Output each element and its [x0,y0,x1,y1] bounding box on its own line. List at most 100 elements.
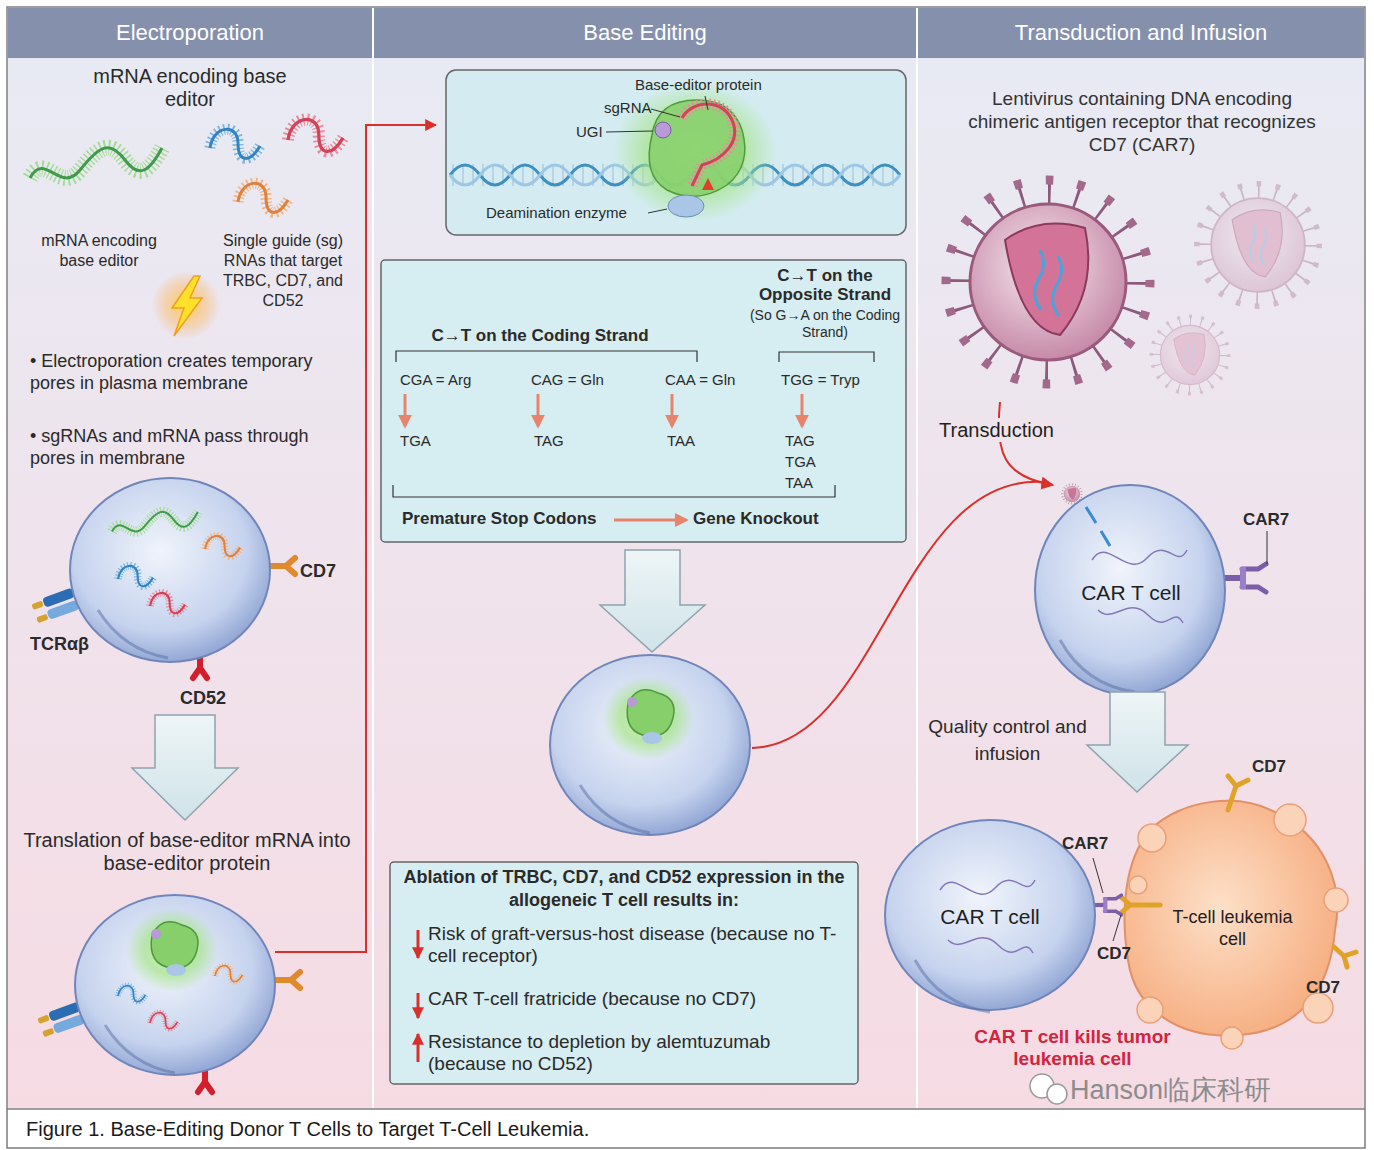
car-t-cell: CAR T cell [885,820,1095,1010]
transduction-illustration-part [940,880,1035,953]
base-editing-illustration-part [752,482,1046,748]
node-text: CAR T cell [885,904,1095,929]
annotation-label: CD52 [180,688,226,710]
base-editing-illustration-part [801,394,804,426]
electroporation-illustration-part [132,715,238,820]
base-editing-illustration-part [668,195,704,217]
electroporation-illustration-part-part [288,119,343,151]
transduction-illustration-part-part [1137,997,1163,1023]
transduction-illustration-part-part [1274,804,1306,836]
electroporation-illustration-part-part [150,1013,178,1029]
electroporation-illustration-part-part [118,566,153,586]
transduction-illustration-part [1228,776,1248,810]
edge-label: Transduction [936,418,1057,442]
node-text: Lentivirus containing DNA encoding chime… [962,87,1322,156]
base-editing-illustration-part [550,655,750,835]
electroporation-illustration-part-part [288,119,343,151]
electroporation-illustration-part-part [215,966,243,982]
base-editing-illustration-part [417,930,420,958]
node-text: TGA [785,453,816,471]
node-text: C→T on the Coding Strand [390,326,690,346]
node-text: Ablation of TRBC, CD7, and CD52 expressi… [396,866,852,912]
node-text: Gene Knockout [693,509,819,529]
base-editing-illustration-part [381,260,906,542]
transduction-illustration-part [1121,897,1160,913]
figure-caption: Figure 1. Base-Editing Donor T Cells to … [26,1117,589,1141]
base-editing-illustration-part [606,96,708,213]
node-text: CGA = Arg [400,371,471,389]
transduction-illustration-part [1087,692,1188,792]
transduction-illustration-part-part [1129,876,1147,894]
base-editing-illustration-part [390,862,858,1084]
base-editing-illustration-part [600,550,705,652]
column-panel: Electroporation [8,8,372,1108]
transduction-illustration-part-part [1221,1027,1243,1049]
transduction-illustration-part [1224,564,1266,592]
base-editing-illustration-part [417,1034,420,1062]
effects-box: Ablation of TRBC, CD7, and CD52 expressi… [390,862,858,1084]
node-text: TAA [667,432,695,450]
node-text: TAA [785,474,813,492]
electroporation-illustration-part-part [238,183,288,212]
annotation-label: mRNA encoding base editor [24,231,174,271]
node-text: TAG [785,432,815,450]
electroporation-illustration-part [288,119,343,151]
base-editing-illustration-part [671,394,674,426]
header-band: Electroporation [8,8,372,58]
base-editing-illustration-part [393,351,874,497]
electroporation-illustration-part-part [210,129,260,158]
base-editing-illustration-part [655,122,671,138]
electroporation-illustration-part-part [238,183,288,212]
column-panel: Transduction and InfusionLentivirus cont… [918,8,1364,1108]
electroporation-illustration-part [75,895,275,1075]
transduction-illustration-part-part [1303,993,1333,1023]
transduction-illustration-part [1035,485,1225,695]
node-text: CAG = Gln [531,371,604,389]
electroporation-illustration-part-part [215,966,243,982]
node-text: UGI [576,123,603,141]
electroporation-illustration-part [70,478,270,662]
panel-grounds [7,7,1365,1148]
transduction-illustration-part [1047,1084,1067,1104]
annotation-label: CAR T cell kills tumor leukemia cell [955,1026,1190,1070]
annotation-label: Hanson临床科研 [1070,1074,1271,1106]
transduction-illustration-part [1093,858,1121,941]
node-text: TGA [400,432,431,450]
annotation-label: CD7 [1097,944,1131,964]
transduction-illustration [885,180,1356,1104]
electroporation-illustration-part [118,566,153,586]
node-text: Base-editor protein [635,76,762,94]
electroporation-illustration-part [215,966,243,982]
illustration-box: Base-editor proteinsgRNAUGIDeamination e… [446,70,906,235]
annotation-label: CAR7 [1062,834,1108,854]
electroporation-illustration-part [112,512,198,532]
electroporation-illustration-part [152,271,220,339]
annotation-label: • sgRNAs and mRNA pass through pores in … [30,425,358,469]
electroporation-illustration-part-part [150,593,185,613]
transduction-illustration-part [1129,804,1348,1049]
transduction-illustration-part-part [1324,888,1348,912]
codon-table-box: C→T on the Coding Strand C→T on the Oppos… [381,260,906,542]
car-t-cell: CAR T cell [1035,485,1227,695]
electroporation-illustration-part-part [112,512,198,532]
column-panel: Base EditingBase-editor proteinsgRNAUGID… [374,8,916,1108]
transduction-illustration-part [1086,507,1110,546]
node-text: Risk of graft-versus-host disease (becau… [428,923,850,967]
node-text: T-cell leukemia cell [1160,906,1305,950]
node-text: C→T on the Opposite Strand [746,266,904,304]
base-editing-illustration-part [682,104,735,186]
transduction-illustration-part [1092,895,1121,915]
annotation-label: CD7 [1252,757,1286,777]
header-band: Transduction and Infusion [918,8,1364,58]
electroporation-illustration-part [105,1025,175,1073]
base-editing-illustration-part [702,178,714,190]
transduction-illustration-part [1197,184,1319,306]
base-editing-illustration-part [580,785,650,833]
node-text: CAA = Gln [665,371,735,389]
node-text: CAR T-cell fratricide (because no CD7) [428,988,850,1010]
base-editing-illustration-part [614,519,686,522]
node-text: TGG = Tryp [781,371,860,389]
electroporation-illustration-part-part [210,129,260,158]
